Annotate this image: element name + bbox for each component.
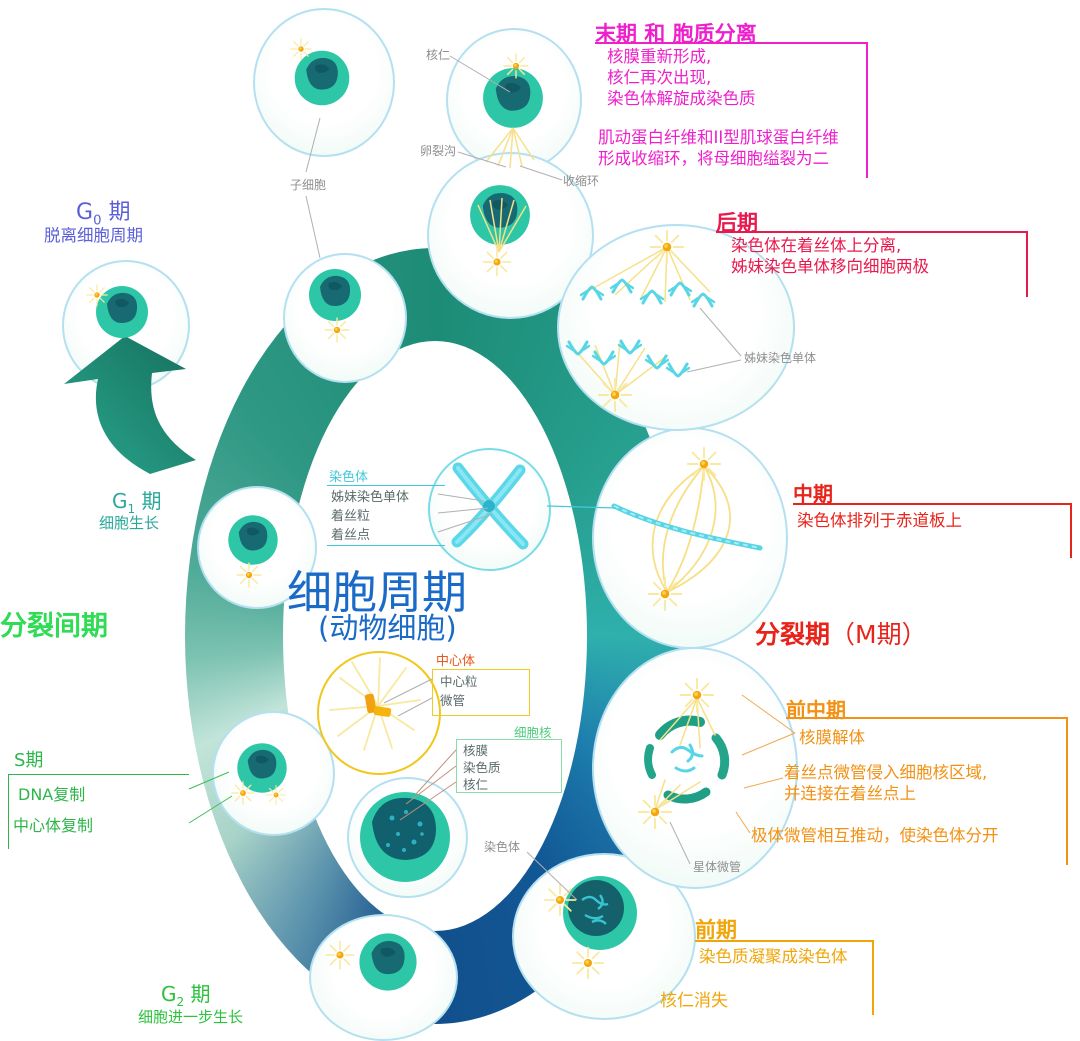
g2-desc: 细胞进一步生长 bbox=[138, 1008, 244, 1026]
centriole-item: 中心粒 bbox=[440, 674, 478, 689]
prometaphase-title: 前中期 bbox=[786, 698, 846, 722]
chromosome-inset-top-line bbox=[327, 485, 445, 486]
cell-daughter-1 bbox=[253, 8, 395, 157]
prometaphase-line-2: 着丝点微管侵入细胞核区域, 并连接在着丝点上 bbox=[784, 762, 987, 804]
nuclear-envelope-item: 核膜 bbox=[463, 743, 489, 758]
astral-microtubule-label: 星体微管 bbox=[693, 860, 742, 874]
daughter-cell-label: 子细胞 bbox=[290, 178, 327, 192]
chromosome-label: 染色体 bbox=[484, 840, 521, 854]
telophase-lines: 核膜重新形成, 核仁再次出现, 染色体解旋成染色质 bbox=[607, 46, 756, 109]
g2-title: G2 期 bbox=[161, 982, 211, 1009]
telophase-bracket bbox=[595, 42, 868, 178]
interphase-heading: 分裂间期 bbox=[0, 611, 108, 642]
prophase-line: 染色质凝聚成染色体 bbox=[699, 947, 848, 966]
contractile-ring-label: 收缩环 bbox=[563, 174, 600, 188]
prometaphase-line-2b: 并连接在着丝点上 bbox=[784, 784, 916, 803]
prometaphase-bracket bbox=[786, 717, 1068, 865]
centrosome-inset-title: 中心体 bbox=[436, 654, 476, 669]
leader-line-prometaphase bbox=[735, 694, 796, 834]
mitosis-heading-bold: 分裂期 bbox=[755, 620, 831, 649]
page-title: 细胞周期 bbox=[287, 566, 468, 619]
nucleus-inset-items: 核膜 染色质 核仁 bbox=[463, 742, 501, 793]
telophase-line2-1: 肌动蛋白纤维和II型肌球蛋白纤维 bbox=[598, 128, 839, 147]
cleavage-furrow-label: 卵裂沟 bbox=[420, 144, 457, 158]
nucleus-inset-title: 细胞核 bbox=[514, 725, 552, 740]
leader-line-metaphase-chromosome bbox=[546, 505, 617, 509]
sister-chromatids-item: 姊妹染色单体 bbox=[331, 490, 410, 505]
nucleus-box bbox=[456, 739, 562, 793]
telophase-line-2: 核仁再次出现, bbox=[607, 68, 712, 87]
prometaphase-line-2a: 着丝点微管侵入细胞核区域, bbox=[784, 763, 988, 782]
s-phase-lines: DNA复制 中心体复制 bbox=[13, 779, 93, 841]
mitosis-heading-paren: （M期） bbox=[830, 620, 927, 649]
s-phase-line-1: DNA复制 bbox=[18, 785, 86, 804]
centrosome-box bbox=[432, 669, 530, 716]
nucleolus-item: 核仁 bbox=[463, 777, 489, 792]
s-phase-line-2: 中心体复制 bbox=[13, 816, 94, 835]
chromatin-item: 染色质 bbox=[463, 760, 501, 775]
centrosome-inset-items: 中心粒 微管 bbox=[440, 672, 478, 710]
prophase-bracket bbox=[695, 940, 874, 1015]
anaphase-line-1: 染色体在着丝体上分离, bbox=[731, 236, 902, 255]
leader-line bbox=[305, 55, 742, 901]
microtubule-item: 微管 bbox=[440, 693, 466, 708]
anaphase-lines: 染色体在着丝体上分离, 姊妹染色单体移向细胞两极 bbox=[731, 235, 929, 277]
leader-line-sphase bbox=[188, 771, 233, 824]
telophase-line-3: 染色体解旋成染色质 bbox=[607, 89, 756, 108]
nucleolus-label: 核仁 bbox=[426, 48, 451, 62]
anaphase-bracket bbox=[716, 231, 1028, 297]
page-subtitle: (动物细胞) bbox=[318, 611, 457, 645]
centromere-item: 着丝粒 bbox=[331, 509, 371, 524]
anaphase-title: 后期 bbox=[716, 211, 758, 235]
metaphase-line: 染色体排列于赤道板上 bbox=[797, 511, 962, 530]
prometaphase-line-1: 核膜解体 bbox=[799, 728, 865, 747]
chromosome-inset-bottom-line bbox=[327, 545, 445, 546]
g1-title: G1 期 bbox=[112, 489, 162, 516]
sister-chromatid-pointer: 姊妹染色单体 bbox=[744, 351, 817, 365]
g0-exit-arrow bbox=[64, 336, 196, 474]
telophase-title: 末期 和 胞质分离 bbox=[595, 22, 757, 46]
metaphase-bracket bbox=[793, 503, 1072, 558]
cell-anaphase bbox=[557, 224, 795, 431]
g0-desc: 脱离细胞周期 bbox=[44, 226, 143, 245]
kinetochore-item: 着丝点 bbox=[331, 528, 371, 543]
leader-line-nucleus bbox=[399, 749, 457, 821]
g0-title: G0 期 bbox=[76, 200, 131, 229]
telophase-line2-2: 形成收缩环，将母细胞缢裂为二 bbox=[598, 149, 829, 168]
s-phase-title: S期 bbox=[14, 750, 44, 771]
telophase-lines2: 肌动蛋白纤维和II型肌球蛋白纤维 形成收缩环，将母细胞缢裂为二 bbox=[598, 127, 839, 169]
prophase-note: 核仁消失 bbox=[660, 991, 728, 1011]
telophase-line-1: 核膜重新形成, bbox=[607, 47, 712, 66]
chromosome-inset-items: 姊妹染色单体 着丝粒 着丝点 bbox=[331, 488, 409, 545]
s-phase-bracket bbox=[8, 774, 189, 849]
prophase-title: 前期 bbox=[695, 918, 737, 942]
mitosis-heading: 分裂期（M期） bbox=[755, 615, 927, 651]
prometaphase-line-3: 极体微管相互推动，使染色体分开 bbox=[751, 826, 999, 845]
anaphase-line-2: 姊妹染色单体移向细胞两极 bbox=[731, 257, 929, 276]
chromosome-inset-title: 染色体 bbox=[329, 470, 369, 485]
metaphase-title: 中期 bbox=[793, 482, 833, 506]
g1-desc: 细胞生长 bbox=[99, 514, 160, 532]
